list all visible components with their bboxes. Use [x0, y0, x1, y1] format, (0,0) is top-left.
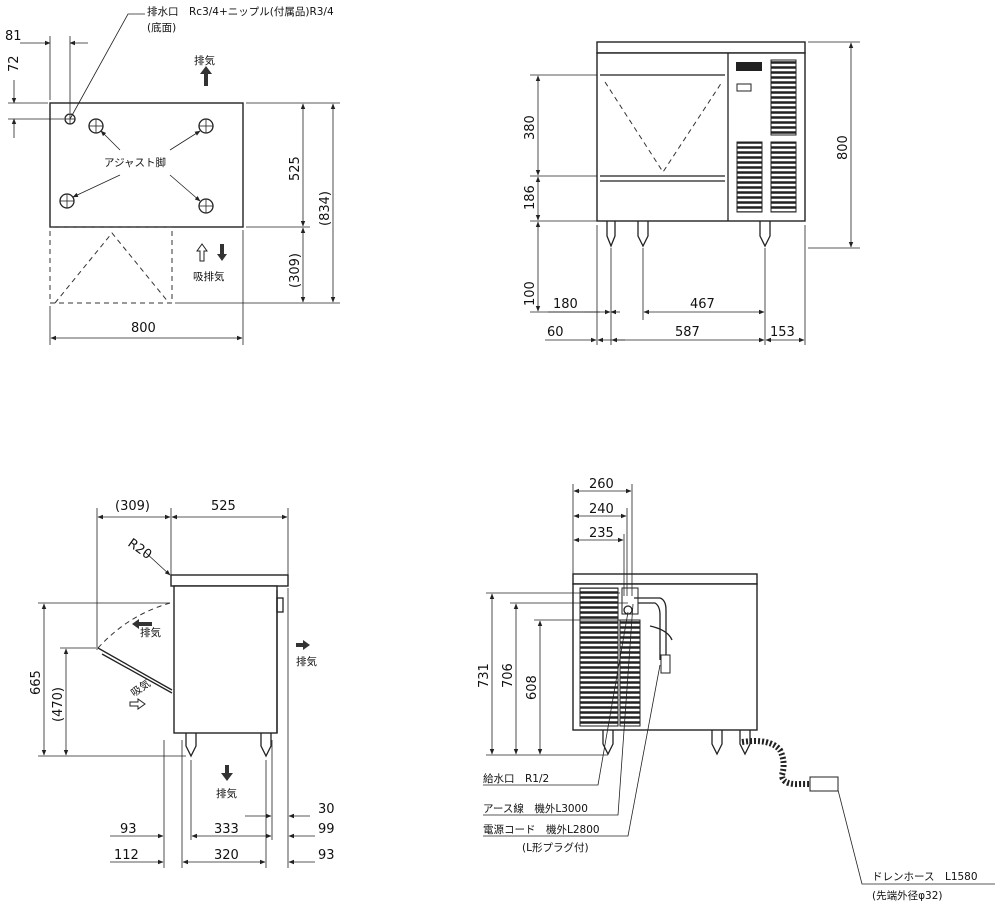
exhaust-arrow-icon	[200, 66, 212, 86]
dim-180: 180	[553, 297, 578, 312]
dim-153: 153	[770, 325, 795, 340]
dim-260: 260	[589, 477, 614, 492]
rear-top-panel	[572, 573, 758, 585]
dim-706: 706	[501, 663, 516, 688]
plug-note-label: (L形プラグ付)	[522, 841, 589, 854]
exhaust-down-arrow-icon	[217, 244, 227, 261]
dim-834: (834)	[318, 191, 333, 226]
side-exhaust-label: 排気	[140, 626, 161, 639]
door-swing-diagonal	[54, 232, 170, 304]
side-exhaust-arrow-icon	[132, 619, 152, 629]
side-view: 排気 吸気 排気 排気 (309) 525 R20 665 (470)	[29, 499, 335, 868]
side-rear-exhaust-arrow-icon	[296, 640, 310, 650]
dim-665: 665	[29, 670, 44, 695]
front-logo-plate	[736, 62, 762, 71]
dim-470: (470)	[51, 687, 66, 722]
rear-drain-hose-end	[809, 776, 839, 792]
dim-side-525: 525	[211, 499, 236, 514]
rear-drain-hose	[741, 738, 820, 788]
dim-93-right: 93	[318, 848, 335, 863]
dim-72: 72	[7, 55, 22, 72]
top-view: アジャスト脚 排水口 Rc3/4+ニップル(付属品)R3/4 (底面) 排気 吸…	[5, 5, 340, 345]
dim-525: 525	[288, 156, 303, 181]
dim-320: 320	[214, 848, 239, 863]
front-grille-lower-left	[736, 141, 763, 213]
dim-587: 587	[675, 325, 700, 340]
dim-81: 81	[5, 29, 22, 44]
adjust-foot-icon	[59, 113, 214, 214]
side-top-panel	[170, 574, 289, 587]
dim-800: 800	[131, 321, 156, 336]
intake-arrow-icon	[196, 243, 208, 262]
drain-leader	[69, 13, 145, 120]
drain-hose-sub-label: (先端外径φ32)	[872, 889, 942, 902]
dim-608: 608	[525, 675, 540, 700]
exhaust-label: 排気	[194, 54, 215, 67]
front-grille-lower-right	[770, 141, 797, 213]
side-bottom-exhaust-arrow-icon	[221, 765, 233, 781]
drain-label: 排水口 Rc3/4+ニップル(付属品)R3/4	[147, 5, 334, 18]
side-rear-exhaust-label: 排気	[296, 655, 317, 668]
side-bottom-exhaust-label: 排気	[216, 787, 237, 800]
dim-93-left: 93	[120, 822, 137, 837]
front-grille-upper	[770, 59, 797, 136]
adjust-foot-label: アジャスト脚	[104, 156, 166, 169]
dim-186: 186	[523, 185, 538, 210]
rear-grille-left	[579, 587, 619, 727]
rear-grille-right	[619, 619, 641, 727]
front-view: 380 186 100 800 180 467 60 587 153	[523, 41, 860, 345]
side-body-outline	[173, 585, 278, 734]
side-intake-arrow-icon	[129, 698, 146, 710]
dim-800-height: 800	[836, 135, 851, 160]
front-top-panel	[596, 41, 806, 54]
rear-view: 260 240 235 731 706 608 給水口 R1/2 アース線 機外…	[477, 477, 995, 902]
intake-exhaust-label: 吸排気	[193, 270, 225, 283]
door-swing-area	[49, 226, 173, 304]
dim-99: 99	[318, 822, 335, 837]
dim-731: 731	[477, 663, 492, 688]
dim-235: 235	[589, 526, 614, 541]
drain-sub-label: (底面)	[147, 21, 176, 34]
drain-hose-label: ドレンホース L1580	[872, 871, 978, 883]
front-body-outline	[596, 52, 806, 222]
front-feet	[606, 221, 771, 248]
earth-wire-label: アース線 機外L3000	[483, 802, 588, 815]
dim-333: 333	[214, 822, 239, 837]
dim-112: 112	[114, 848, 139, 863]
dim-30: 30	[318, 802, 335, 817]
water-inlet-label: 給水口 R1/2	[483, 772, 549, 785]
dim-r20: R20	[125, 536, 155, 563]
dim-side-309: (309)	[115, 499, 150, 514]
dim-240: 240	[589, 502, 614, 517]
power-cord-label: 電源コード 機外L2800	[483, 823, 600, 836]
dim-467: 467	[690, 297, 715, 312]
dim-380: 380	[523, 115, 538, 140]
rear-plug	[660, 654, 671, 674]
side-door-swing-arc	[97, 602, 171, 649]
dim-60: 60	[547, 325, 564, 340]
dim-100: 100	[523, 281, 538, 306]
dim-309: (309)	[288, 253, 303, 288]
rear-power-cord	[634, 597, 667, 655]
